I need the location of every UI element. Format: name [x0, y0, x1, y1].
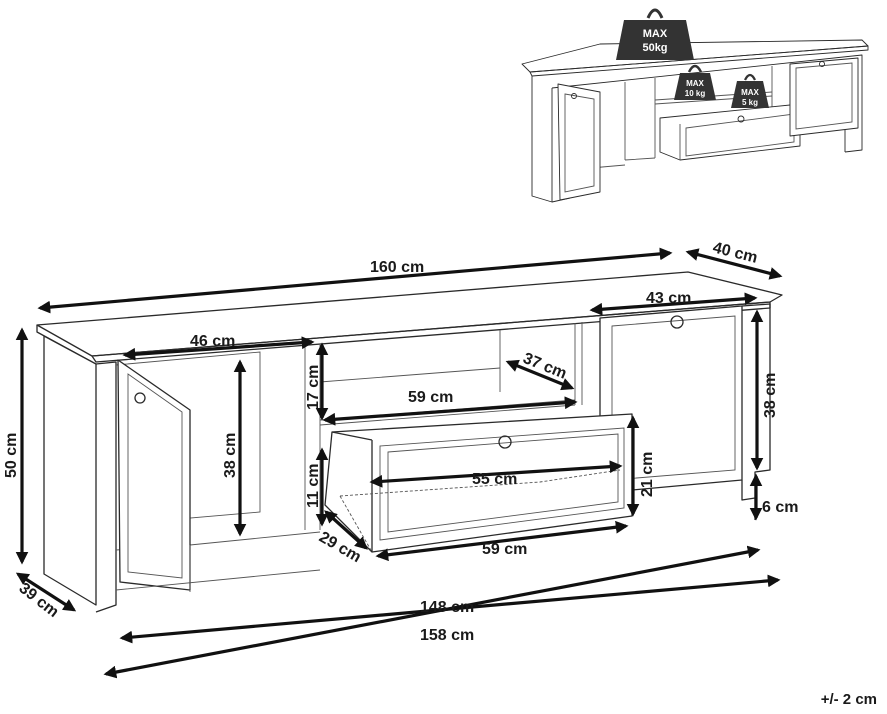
right-door-knob — [670, 315, 684, 329]
label-drawer-inner-height: 11 cm — [305, 464, 322, 508]
label-drawer-width: 59 cm — [482, 541, 527, 558]
thumb-top-panel — [521, 39, 869, 73]
arrow-shelf-width — [322, 396, 578, 426]
arrow-overall-width — [37, 247, 673, 314]
weight-10-max-label: MAX — [686, 79, 704, 88]
arrow-drawer-depth — [324, 510, 368, 550]
thumb-drawer — [659, 103, 801, 161]
weight-10-value-label: 10 kg — [685, 89, 706, 98]
weight-50-value-label: 50kg — [642, 42, 667, 54]
arrow-right-door-width — [589, 292, 758, 316]
weight-icon-5kg: MAX 5 kg — [731, 73, 769, 108]
drawer-knob — [498, 435, 512, 449]
label-leg-height: 6 cm — [762, 499, 798, 516]
label-shelf-width: 59 cm — [408, 389, 453, 406]
weight-icon-50kg: MAX 50kg — [616, 8, 694, 60]
label-left-inner-height: 38 cm — [222, 433, 239, 478]
label-total-width: 158 cm — [420, 627, 474, 644]
tv-stand-drawing — [36, 271, 783, 613]
weight-5-value-label: 5 kg — [742, 98, 758, 107]
label-right-door-width: 43 cm — [646, 290, 691, 307]
label-drawer-front-height: 21 cm — [639, 452, 656, 497]
label-left-inner-width: 46 cm — [190, 333, 235, 350]
dimension-arrows — [15, 247, 783, 679]
arrow-shelf-depth — [505, 359, 575, 391]
load-capacity-thumbnail: MAX 50kg MAX 10 kg MAX 5 kg — [521, 8, 869, 203]
weight-5-max-label: MAX — [741, 88, 759, 97]
thumb-left-door — [557, 83, 601, 201]
thumb-right-door — [789, 57, 859, 137]
left-door-open — [117, 359, 191, 591]
label-base-width: 148 cm — [420, 599, 474, 616]
weight-icon-10kg: MAX 10 kg — [674, 64, 716, 100]
left-side-panel — [43, 335, 97, 606]
arrow-drawer-inner-width — [369, 460, 623, 488]
weight-50-max-label: MAX — [643, 28, 668, 40]
arrow-side-depth — [15, 572, 77, 612]
label-overall-width: 160 cm — [370, 259, 424, 276]
tolerance-note: +/- 2 cm — [820, 691, 877, 708]
arrow-left-inner-width — [122, 336, 315, 361]
arrow-overall-depth — [685, 248, 783, 280]
label-open-shelf-height: 17 cm — [305, 365, 322, 410]
arrow-total-width — [103, 545, 761, 679]
thumb-cabinet-body — [531, 54, 863, 203]
left-door-knob — [134, 392, 146, 404]
label-drawer-inner-width: 55 cm — [472, 471, 517, 488]
label-body-height: 50 cm — [3, 433, 20, 478]
label-right-inner-height: 38 cm — [762, 373, 779, 418]
